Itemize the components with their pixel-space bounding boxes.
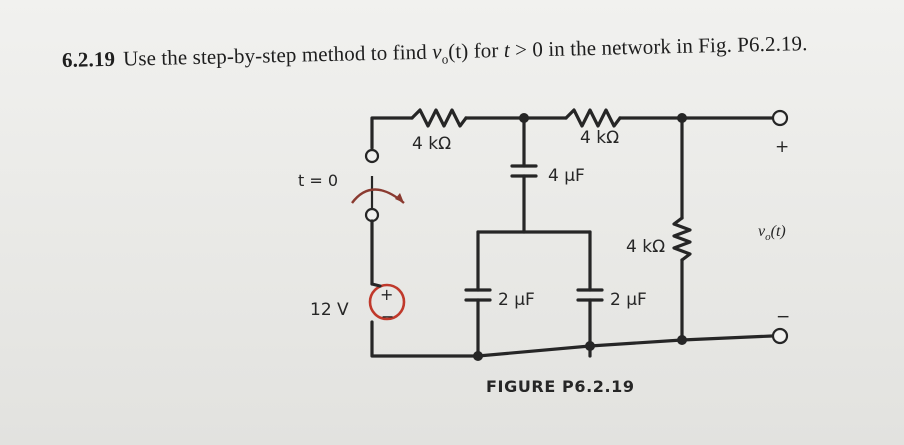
label-output-voltage-rest: (t) <box>771 223 786 240</box>
output-terminal-negative <box>771 327 789 345</box>
label-c1: 4 µF <box>548 166 585 186</box>
node-bottom-c2 <box>473 351 483 361</box>
wire-bottom <box>476 334 774 358</box>
label-c2: 2 µF <box>498 290 535 310</box>
figure-caption: FIGURE P6.2.19 <box>486 377 635 396</box>
label-output-voltage: vo(t) <box>758 223 786 243</box>
label-output-voltage-sub: o <box>765 231 771 243</box>
label-output-minus: − <box>776 307 790 327</box>
switch-arrow-head <box>395 193 404 203</box>
node-bottom-c3 <box>585 341 595 351</box>
switch-arrow <box>351 188 405 204</box>
label-switch-time: t = 0 <box>298 171 338 190</box>
node-bottom-r3 <box>677 335 687 345</box>
label-source-voltage: 12 V <box>310 300 349 320</box>
label-r2: 4 kΩ <box>580 128 619 148</box>
resistor-r3 <box>672 216 692 262</box>
wire-left-top <box>370 116 414 150</box>
switch-contact-bottom <box>364 207 380 223</box>
label-output-voltage-v: v <box>758 223 766 240</box>
label-r3: 4 kΩ <box>626 237 665 257</box>
switch-contact-top <box>364 148 380 164</box>
label-output-plus: + <box>775 137 789 157</box>
label-source-minus: − <box>381 307 394 326</box>
voltage-source-circle <box>368 283 406 321</box>
output-terminal-positive <box>771 109 789 127</box>
label-c3: 2 µF <box>610 290 647 310</box>
wire-source-to-bottom <box>370 282 482 358</box>
label-source-plus: + <box>380 285 393 304</box>
resistor-r1 <box>410 108 468 128</box>
label-r1: 4 kΩ <box>412 134 451 154</box>
resistor-r2 <box>564 108 622 128</box>
